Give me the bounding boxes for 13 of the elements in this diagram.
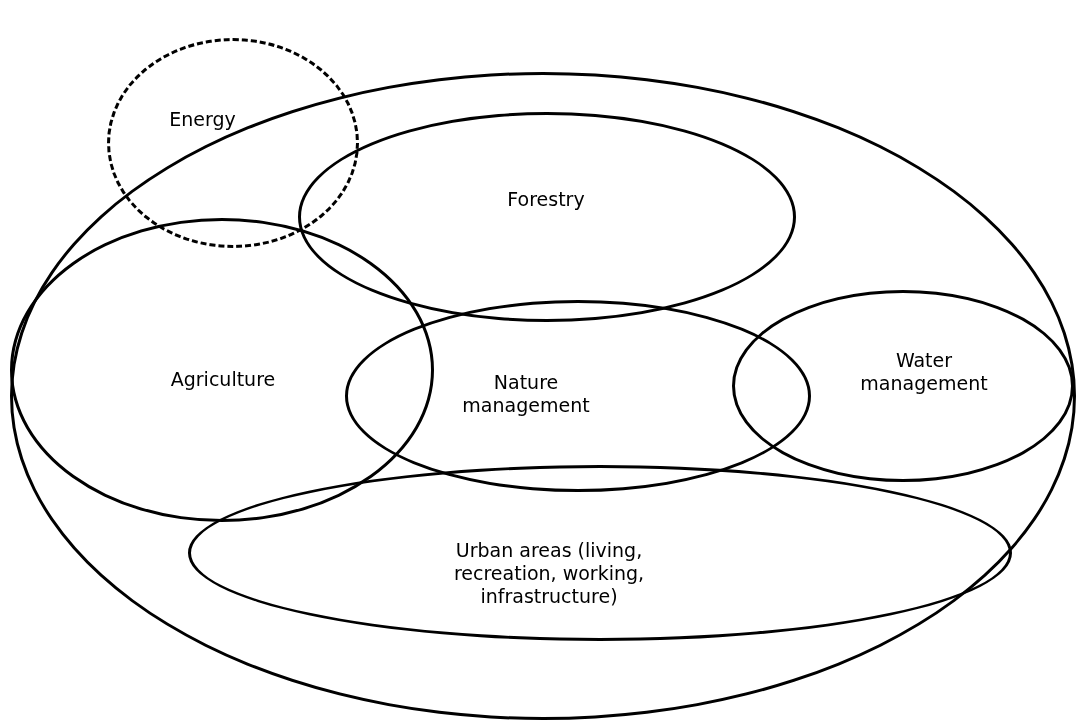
ellipse [10,72,1076,720]
node-label: Forestry [506,188,586,211]
node-label: Nature management [461,371,591,417]
node-label: Energy [168,107,237,131]
node-label: Urban areas (living, recreation, working, infrastructure) [452,539,646,608]
ellipse [297,111,796,322]
ellipse [187,464,1012,641]
ellipse [9,217,434,522]
node-label: Water management [859,349,989,395]
node-label: Agriculture [169,368,277,391]
ellipse [731,289,1074,482]
ellipse [344,299,811,492]
dashed-ellipse [107,38,359,248]
